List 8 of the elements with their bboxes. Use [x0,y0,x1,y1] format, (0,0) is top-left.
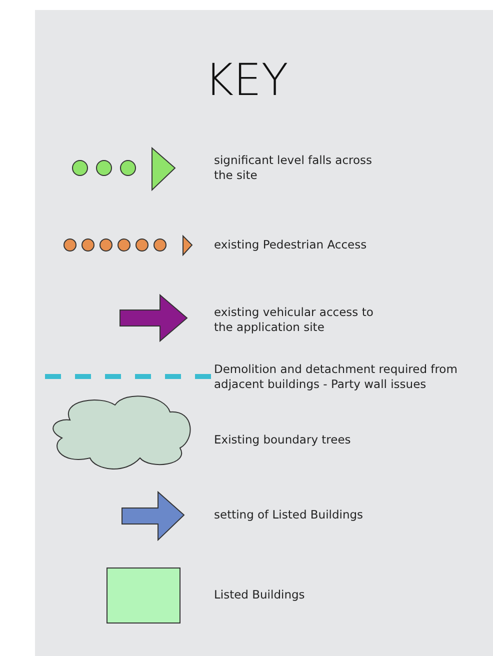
legend-label: Existing boundary trees [214,432,352,448]
legend-label: setting of Listed Buildings [214,508,364,522]
legend-label: significant level falls across the site [214,153,374,183]
legend-label: existing vehicular access to the application site [214,305,374,335]
legend-label: existing Pedestrian Access [214,238,368,252]
legend-label: Listed Buildings [214,588,306,602]
key-title: KEY [204,55,290,106]
legend-label: Demolition and detachment required from adjacent buildings - Party wall issues [214,362,458,392]
